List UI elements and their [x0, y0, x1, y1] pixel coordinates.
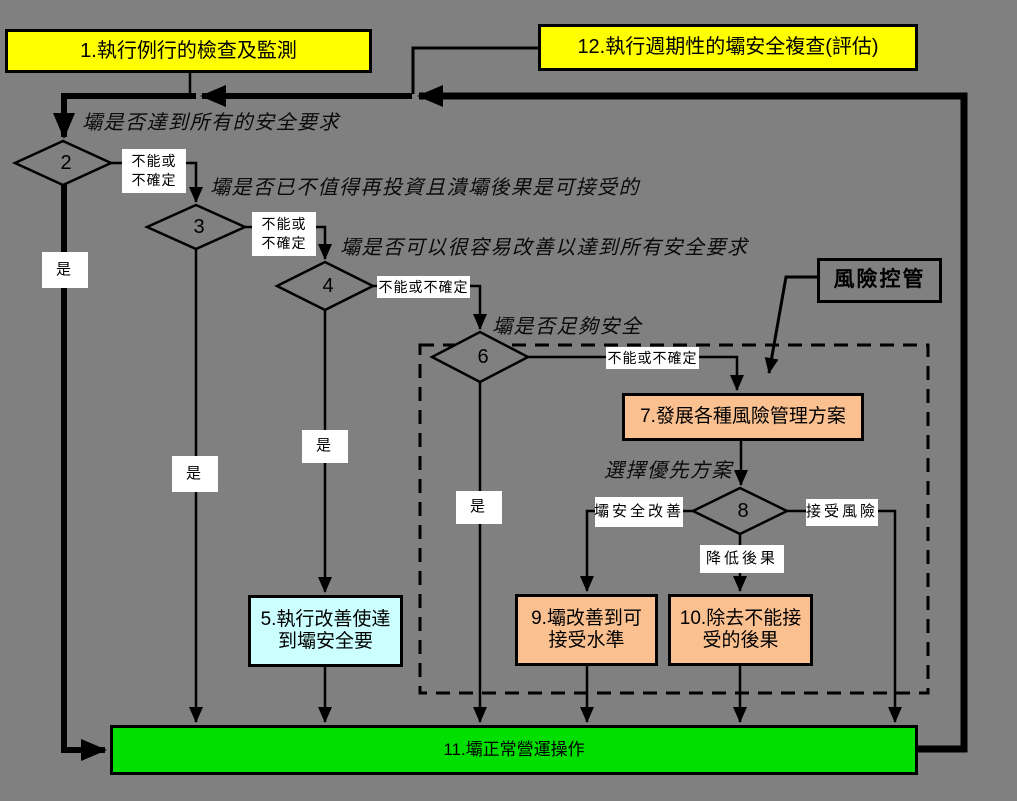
question-safe-enough: 壩是否足夠安全	[492, 316, 643, 338]
edge-n12-down	[411, 46, 538, 94]
edge-label-accept-risk-text: 接受風險	[806, 503, 879, 521]
edge-risk-to-n7	[764, 275, 817, 374]
edge-label-no-d4-text: 不能或不確定	[378, 278, 469, 295]
question-all-safety-requirements: 壩是否達到所有的安全要求	[82, 112, 340, 134]
edge-loop-to-d2	[53, 93, 196, 139]
node-10-line1: 10.除去不能接	[679, 608, 802, 630]
edge-label-yes-d3-text: 是	[185, 464, 204, 482]
edge-label-no-d2: 不能或 不確定	[122, 149, 186, 193]
node-1-label: 1.執行例行的檢查及監測	[80, 39, 297, 62]
edge-label-no-d6: 不能或不確定	[606, 347, 699, 369]
node-10-remove-consequences: 10.除去不能接 受的後果	[668, 594, 813, 666]
node-11-label: 11.壩正常營運操作	[443, 740, 585, 760]
decision-6-number: 6	[477, 346, 489, 368]
edge-label-no-d2-line1: 不能或	[131, 153, 177, 170]
decision-8-shape	[690, 486, 790, 536]
edge-label-yes-d2-text: 是	[55, 260, 74, 278]
decision-2-shape	[11, 139, 115, 187]
node-5-line1: 5.執行改善使達	[260, 609, 391, 631]
decision-3-shape	[143, 203, 249, 251]
node-5-line2: 到壩安全要	[277, 631, 373, 652]
node-7-label: 7.發展各種風險管理方案	[640, 406, 846, 428]
node-9-improve-to-acceptable: 9.壩改善到可 接受水準	[515, 594, 658, 666]
edge-label-yes-d6: 是	[456, 491, 502, 524]
edge-d2-yes-to-n11	[61, 184, 107, 761]
node-9-line1: 9.壩改善到可	[531, 608, 642, 630]
edge-label-yes-d2: 是	[42, 252, 88, 288]
edge-label-no-d3-line1: 不能或	[261, 216, 307, 233]
question-select-priority-plan: 選擇優先方案	[604, 460, 733, 482]
edge-label-no-d2-line2: 不確定	[131, 172, 177, 188]
question-not-worth-investment: 壩是否已不值得再投資且潰壩後果是可接受的	[210, 177, 640, 199]
edge-label-yes-d6-text: 是	[469, 498, 488, 516]
edge-label-reduce-consequences: 降低後果	[700, 545, 784, 573]
question-easily-improved: 壩是否可以很容易改善以達到所有安全要求	[340, 237, 749, 259]
edge-label-no-d3-line2: 不確定	[261, 235, 307, 251]
edge-n11-feedback-right	[417, 85, 968, 753]
edge-label-dam-safety-improve: 壩安全改善	[594, 497, 685, 527]
node-12-periodic-review: 12.執行週期性的壩安全複查(評估)	[538, 24, 918, 71]
edge-label-yes-d3: 是	[172, 456, 218, 492]
edge-label-no-d6-text: 不能或不確定	[607, 349, 698, 366]
edge-label-accept-risk: 接受風險	[806, 499, 878, 526]
node-11-normal-operation: 11.壩正常營運操作	[110, 725, 918, 775]
node-5-implement-improvement: 5.執行改善使達 到壩安全要	[248, 595, 403, 667]
decision-4-shape	[274, 260, 376, 312]
node-9-line2: 接受水準	[548, 630, 625, 651]
edge-label-reduce-consequences-text: 降低後果	[705, 549, 778, 567]
decision-4-number: 4	[322, 275, 334, 297]
edge-label-yes-d4: 是	[302, 430, 348, 463]
edge-label-yes-d4-text: 是	[315, 437, 334, 455]
decision-6-shape	[429, 330, 531, 384]
decision-8-number: 8	[737, 500, 749, 522]
edge-label-no-d4: 不能或不確定	[377, 276, 470, 298]
decision-2-number: 2	[60, 152, 72, 174]
decision-3-number: 3	[193, 216, 205, 238]
edge-label-dam-safety-improve-text: 壩安全改善	[594, 502, 685, 520]
edge-label-no-d3: 不能或 不確定	[252, 212, 316, 256]
node-12-label: 12.執行週期性的壩安全複查(評估)	[577, 36, 879, 58]
node-7-develop-risk-plans: 7.發展各種風險管理方案	[622, 393, 864, 441]
node-1-routine-inspection: 1.執行例行的檢查及監測	[5, 29, 372, 73]
edge-d6-no-to-n7	[528, 355, 744, 391]
node-10-line2: 受的後果	[702, 630, 779, 651]
risk-control-label: 風險控管	[833, 268, 926, 292]
node-risk-control: 風險控管	[817, 258, 942, 303]
risk-region-dashed-border	[418, 343, 930, 695]
